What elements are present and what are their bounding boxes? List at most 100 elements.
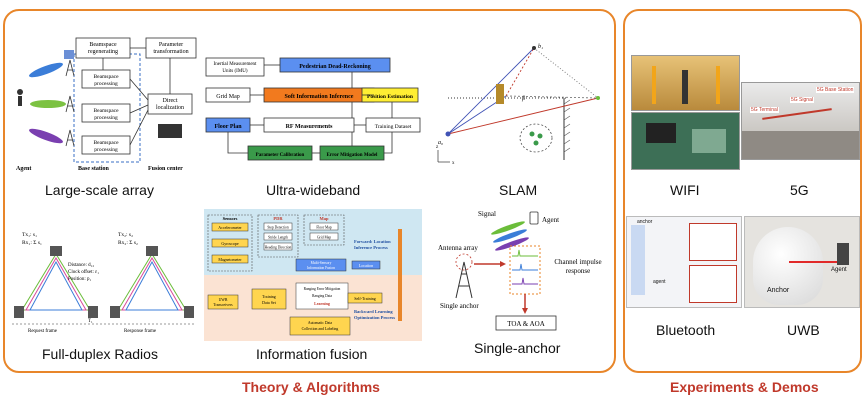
experiments-section-title: Experiments & Demos [670, 379, 819, 395]
tower-icon [455, 261, 473, 299]
uwb-agent-label: Agent [831, 267, 847, 273]
tx2-label: Tx₂: s₂ [118, 232, 133, 238]
uwb-caption: UWB [787, 322, 820, 338]
position-label: Position: p₁ [68, 277, 92, 282]
phone-icon [529, 211, 539, 225]
agent-label: Agent [16, 166, 31, 172]
bluetooth-anchor-label: anchor [637, 219, 653, 225]
large-scale-array-diagram: Beamspace regenerating Parameter transfo… [16, 37, 197, 172]
signal-beam-green [491, 221, 525, 235]
response-frame-label: Response frame [124, 329, 157, 334]
beamspace-processing-box-1: Beamspace processing [81, 69, 131, 89]
experiments-panel [623, 9, 862, 373]
agent-point [445, 131, 451, 137]
grid-map-label: Grid Map [216, 94, 240, 100]
heading-direction-label: Heading Direction [265, 246, 292, 250]
svg-text:processing: processing [94, 147, 118, 153]
radio-device-icons [14, 246, 194, 318]
uwb-anchor-label: Anchor [767, 287, 790, 294]
tower-icons [65, 59, 75, 147]
large-scale-array-caption: Large-scale array [45, 182, 154, 198]
automatic-data-line1: Automatic Data [308, 321, 332, 325]
single-anchor-caption: Single-anchor [474, 340, 561, 356]
parameter-transformation-line2: transformation [153, 48, 188, 55]
uncertainty-ellipse [519, 123, 553, 153]
base-station-label: Base station [78, 166, 109, 172]
beamspace-regenerating-line1: Beamspace [89, 42, 117, 48]
wifi-caption: WIFI [670, 182, 700, 198]
bluetooth-photo: anchor agent [626, 216, 742, 308]
stride-length-label: Stride Length [268, 236, 288, 240]
bluetooth-agent-label: agent [653, 279, 666, 285]
parameter-transformation-line1: Parameter [159, 42, 183, 48]
svg-text:Beamspace: Beamspace [93, 108, 119, 114]
gyroscope-label: Gyroscope [221, 241, 239, 246]
antenna-array-icon [64, 50, 74, 59]
direct-localization-line2: localization [156, 105, 184, 111]
full-duplex-caption: Full-duplex Radios [42, 346, 158, 362]
agent-label-single: Agent [542, 216, 559, 224]
position-estimation-label: Position Estimation [367, 94, 413, 100]
uwb-line2: Transceivers [213, 303, 233, 307]
tx1-label: Tx₁: s₁ [22, 232, 37, 238]
pdr-label: PDR [273, 216, 283, 221]
server-icon [158, 124, 182, 138]
ultra-wideband-caption: Ultra-wideband [266, 182, 361, 198]
signal-beam-blue [493, 229, 527, 243]
forward-line2: Inference Process [354, 245, 388, 250]
agent-figure-icon [17, 89, 23, 106]
ultra-wideband-diagram: Inertial Measurement Units (IMU) Pedestr… [205, 57, 421, 161]
beam-purple [29, 128, 63, 144]
grid-map-label-fusion: Grid Map [317, 236, 331, 240]
rx2-label: Rx₂: Σ s₂ [118, 240, 138, 246]
sensors-label: Sensors [223, 216, 238, 221]
request-frame-label: Request frame [28, 329, 58, 334]
beam-blue [29, 62, 63, 78]
clock-offset-label: Clock offset: ε₁ [68, 270, 99, 275]
information-fusion-diagram: Sensors PDR Map Accelerometer Gyroscope … [204, 209, 422, 341]
multi-sensory-line1: Multi-Sensory [311, 261, 332, 265]
coordinate-axes-icon [437, 150, 450, 163]
backward-line1: Backward Learning [354, 309, 393, 314]
map-label: Map [320, 216, 329, 221]
error-mitigation-label: Error Mitigation Model [327, 153, 379, 158]
location-label: Location [359, 263, 373, 268]
single-anchor-label: Single anchor [440, 302, 479, 310]
fusion-center-label: Fusion center [148, 166, 183, 172]
fiveg-photo: 5G Terminal 5G Signal 5G Base Station [741, 82, 860, 160]
beamspace-regenerating-line2: regenerating [88, 49, 118, 55]
magnetometer-label: Magnetometer [218, 257, 242, 262]
parameter-calibration-label: Parameter Calibration [256, 153, 305, 158]
distance-label: Distance: d₁₂ [68, 263, 94, 268]
a0-label: a₀ [438, 140, 443, 146]
channel-impulse-line1: Channel impulse [554, 258, 601, 266]
ranging-error-label: Ranging Error Mitigation [304, 287, 341, 291]
information-fusion-caption: Information fusion [256, 346, 368, 362]
soft-info-label: Soft Information Inference [285, 94, 354, 100]
reflector-plate [496, 84, 504, 104]
fiveg-base-station-label: 5G Base Station [816, 87, 855, 93]
fiveg-caption: 5G [790, 182, 809, 198]
fiveg-signal-label: 5G Signal [790, 97, 814, 103]
bluetooth-caption: Bluetooth [656, 322, 716, 338]
beamspace-processing-box-2: Beamspace processing [81, 103, 131, 123]
uwb-photo: Agent Anchor [744, 216, 860, 308]
virtual-anchor-point [532, 46, 536, 50]
uwb-line1: UWB [219, 298, 228, 302]
toa-aoa-box [495, 315, 557, 331]
x-axis-label: x [452, 161, 455, 166]
toa-aoa-label: TOA & AOA [507, 320, 545, 328]
pdr-label: Pedestrian Dead-Reckoning [299, 64, 371, 70]
training-dataset-label: Training Dataset [375, 124, 412, 130]
t1-label: T₁ [88, 319, 93, 324]
training-data-line2: Data Set [262, 300, 277, 305]
wifi-photo-board [631, 112, 740, 170]
floor-plan-label: Floor Plan [214, 124, 242, 130]
antenna-array-label: Antenna array [438, 244, 478, 252]
imu-line2: Units (IMU) [222, 69, 247, 74]
b1-label: b₁ [538, 44, 543, 50]
svg-text:Beamspace: Beamspace [93, 140, 119, 146]
rf-measurements-label: RF Measurements [286, 124, 333, 130]
wifi-photo-office [631, 55, 740, 111]
slam-diagram: β b₁ a₀ x z [436, 44, 600, 166]
